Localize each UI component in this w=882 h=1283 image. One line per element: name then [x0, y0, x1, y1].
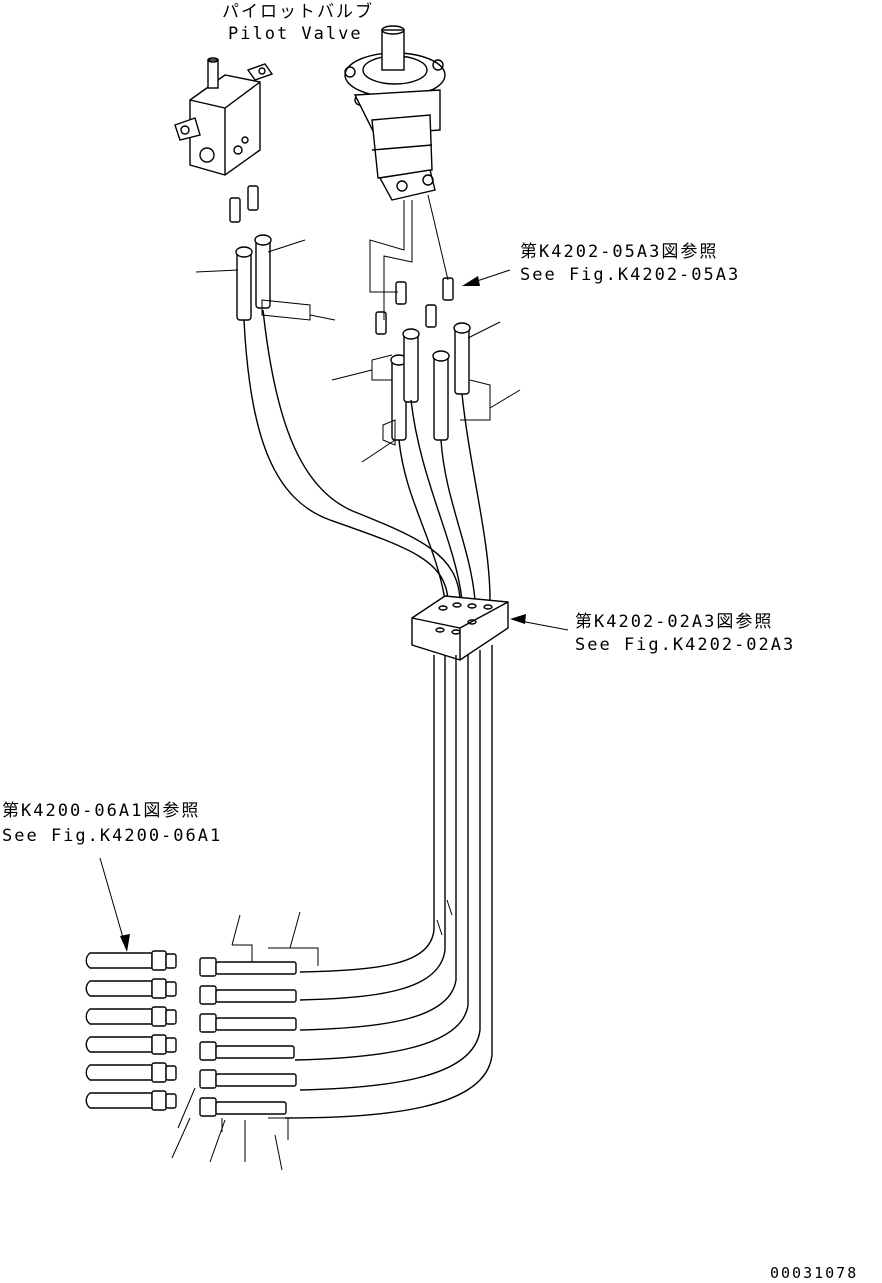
small-pilot-valve	[174, 57, 274, 176]
ref1-label-en: See Fig.K4202-05A3	[520, 265, 741, 285]
lower-hose-fittings	[199, 957, 297, 1117]
ref3-label-jp: 第K4200-06A1図参照	[2, 801, 201, 821]
ref1-label-jp: 第K4202-05A3図参照	[520, 242, 719, 262]
ref2-label-jp: 第K4202-02A3図参照	[575, 612, 774, 632]
upper-hose-ends	[235, 234, 471, 441]
hose-clamp	[411, 595, 509, 661]
hose-bundle-lower	[284, 645, 493, 1119]
ref-arrow-k4202-05a3	[462, 269, 511, 286]
hose-bundle	[243, 309, 491, 601]
ref-arrow-k4202-02a3	[510, 614, 569, 631]
ref3-label-en: See Fig.K4200-06A1	[2, 826, 223, 846]
drawing-number: 00031078	[770, 1264, 859, 1282]
pilot-valve-label-en: Pilot Valve	[228, 24, 363, 44]
main-pilot-valve	[344, 25, 446, 201]
upper-nipples	[229, 185, 454, 335]
ref2-label-en: See Fig.K4202-02A3	[575, 635, 796, 655]
mating-hoses	[85, 950, 177, 1111]
pilot-valve-label-jp: パイロットバルブ	[222, 2, 374, 22]
ref-arrow-k4200-06a1	[99, 857, 130, 952]
